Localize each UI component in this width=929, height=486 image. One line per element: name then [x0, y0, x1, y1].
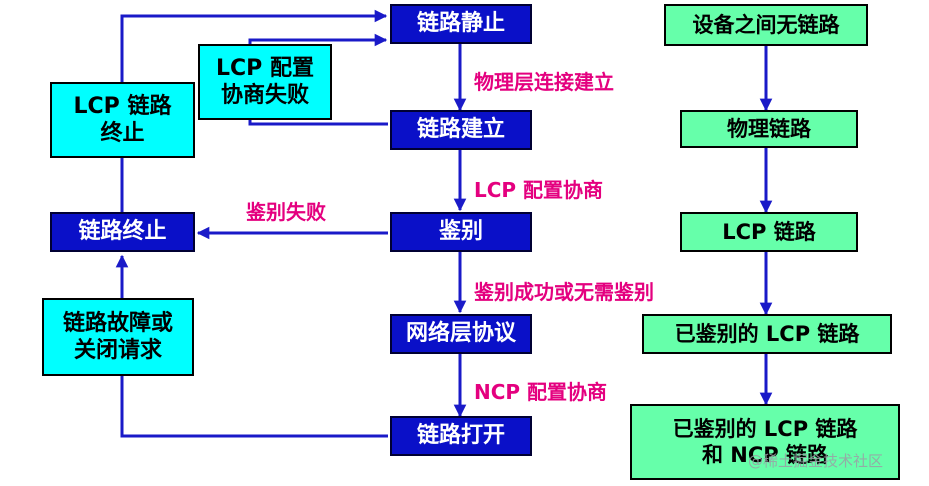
note-lcp-negotiation-failed: LCP 配置 协商失败 [198, 44, 332, 120]
state-link-establish: 链路建立 [390, 110, 532, 150]
link-state-authenticated-lcp: 已鉴别的 LCP 链路 [642, 314, 892, 354]
label-lcp-negotiate: LCP 配置协商 [474, 178, 604, 202]
state-network-layer: 网络层协议 [390, 314, 532, 354]
watermark: @稀土掘金技术社区 [748, 452, 884, 470]
state-link-dead: 链路静止 [390, 4, 532, 44]
link-state-authenticated-lcp-ncp: 已鉴别的 LCP 链路 和 NCP 链路 [630, 404, 900, 480]
label-auth-fail: 鉴别失败 [246, 200, 326, 224]
label-phys-layer-up: 物理层连接建立 [474, 70, 614, 94]
state-authenticate: 鉴别 [390, 212, 532, 252]
link-state-lcp: LCP 链路 [680, 212, 858, 252]
state-link-open: 链路打开 [390, 416, 532, 456]
label-auth-success: 鉴别成功或无需鉴别 [474, 280, 654, 304]
note-lcp-link-terminate: LCP 链路 终止 [50, 82, 195, 158]
label-ncp-negotiate: NCP 配置协商 [474, 380, 608, 404]
note-link-fault-or-close: 链路故障或 关闭请求 [42, 298, 194, 376]
link-state-none: 设备之间无链路 [664, 4, 868, 46]
link-state-physical: 物理链路 [680, 110, 858, 148]
state-link-terminate: 链路终止 [50, 212, 195, 252]
